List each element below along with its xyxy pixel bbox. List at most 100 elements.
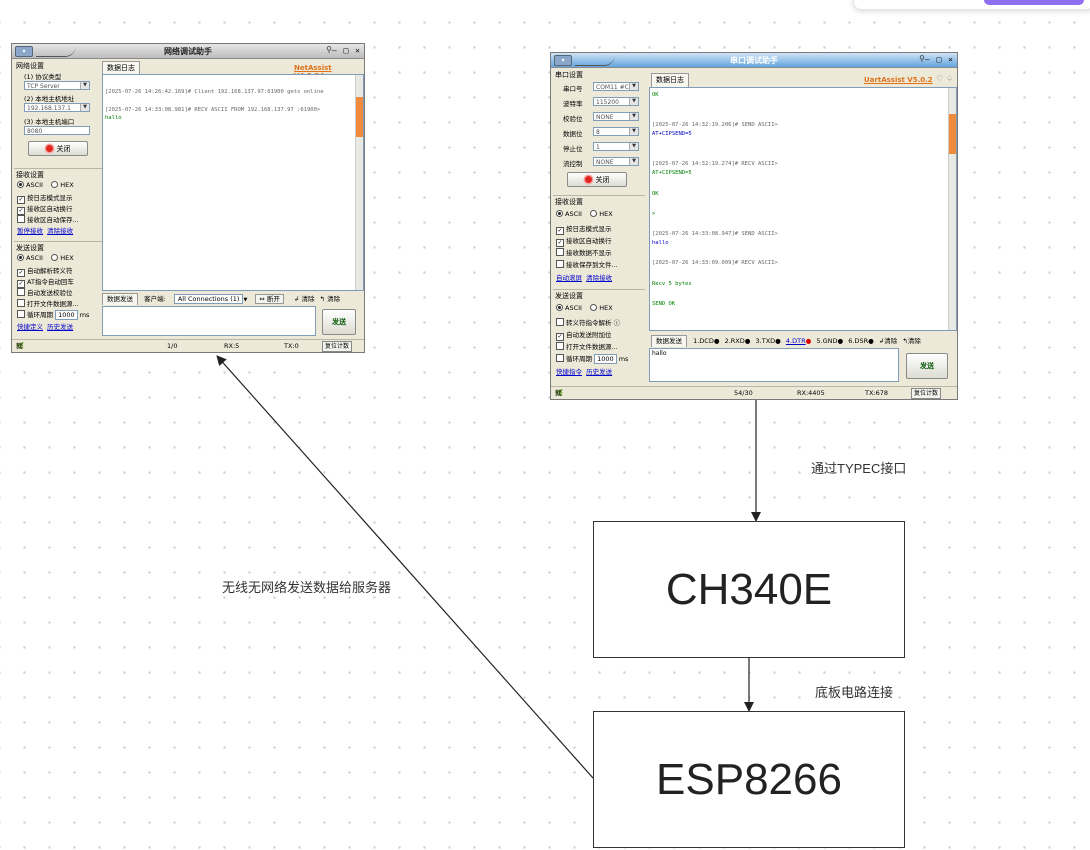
scroll-thumb[interactable] bbox=[949, 114, 956, 154]
net-log-area[interactable]: [2025-07-26 14:26:42.169]# Client 192.16… bbox=[102, 74, 364, 291]
uart-send-button[interactable]: 发送 bbox=[906, 353, 948, 379]
reset-count-button[interactable]: 复位计数 bbox=[911, 388, 942, 399]
scroll-thumb[interactable] bbox=[356, 97, 363, 137]
flow-select[interactable]: NONE▼ bbox=[593, 157, 639, 166]
net-send-group: 发送设置 ASCII HEX ✓自动解析转义符 ✓AT指令自动回车 自动发送校验… bbox=[14, 241, 108, 342]
reset-count-button[interactable]: 复位计数 bbox=[322, 341, 353, 352]
net-recv-opt1: ✓按日志模式显示 bbox=[17, 192, 73, 204]
ascii-radio[interactable] bbox=[556, 210, 563, 217]
opt-label: 打开文件数据源... bbox=[566, 343, 618, 351]
host-select[interactable]: 192.168.137.1 ▼ bbox=[24, 103, 90, 112]
uart-send-opt2: ✓自动发送附加位 bbox=[556, 329, 612, 341]
uart-sidebar: 串口设置 串口号 COM11 #CH▼ 波特率 115200▼ 校验位 NONE… bbox=[553, 69, 645, 385]
checkbox[interactable] bbox=[17, 299, 25, 307]
top-toolbar-fragment bbox=[853, 0, 1090, 10]
ascii-radio[interactable] bbox=[17, 181, 24, 188]
host-value: 192.168.137.1 bbox=[27, 105, 71, 112]
checkbox[interactable] bbox=[556, 342, 564, 350]
databits-select[interactable]: 8▼ bbox=[593, 127, 639, 136]
send-text: hallo bbox=[652, 350, 667, 357]
tab-data-send[interactable]: 数据发送 bbox=[102, 293, 138, 305]
checkbox-checked[interactable]: ✓ bbox=[17, 280, 25, 288]
tab-data-log[interactable]: 数据日志 bbox=[651, 73, 689, 87]
history-send-link[interactable]: 历史发送 bbox=[586, 368, 613, 376]
checkbox[interactable] bbox=[556, 318, 564, 326]
quick-cmd-link[interactable]: 快捷指令 bbox=[556, 368, 582, 376]
parity-select[interactable]: NONE▼ bbox=[593, 112, 639, 121]
signal-dot-icon: ● bbox=[775, 337, 781, 345]
node-esp8266[interactable]: ESP8266 bbox=[593, 711, 905, 848]
pin-icon[interactable]: ⚲ bbox=[919, 54, 925, 63]
window-controls[interactable]: ‒ □ ✕ bbox=[924, 55, 954, 64]
checkbox-checked[interactable]: ✓ bbox=[556, 227, 564, 235]
uart-log-scrollbar[interactable] bbox=[948, 88, 956, 330]
checkbox[interactable] bbox=[17, 215, 25, 223]
tab-data-send[interactable]: 数据发送 bbox=[651, 335, 687, 347]
checkbox-checked[interactable]: ✓ bbox=[556, 239, 564, 247]
protocol-select[interactable]: TCP Server▼ bbox=[24, 81, 90, 90]
clear-button[interactable]: ↲ 清除 bbox=[293, 295, 315, 303]
history-send-link[interactable]: 历史发送 bbox=[47, 323, 74, 331]
app-menu-icon[interactable]: ▾ bbox=[15, 46, 33, 57]
checkbox-checked[interactable]: ✓ bbox=[17, 207, 25, 215]
port-input[interactable]: 8080 bbox=[24, 126, 90, 135]
quick-define-link[interactable]: 快捷定义 bbox=[17, 323, 43, 331]
clear-all-button[interactable]: ↰清除 bbox=[902, 337, 921, 345]
clear-recv-link[interactable]: 清除接收 bbox=[586, 274, 613, 282]
net-send-button[interactable]: 发送 bbox=[322, 309, 356, 335]
checkbox[interactable] bbox=[556, 260, 564, 268]
window-controls[interactable]: ‒ □ ✕ bbox=[331, 46, 361, 55]
uart-send-input[interactable]: hallo bbox=[649, 348, 899, 382]
log-line: [2025-07-26 14:33:09.009]# RECV ASCII> bbox=[652, 260, 778, 266]
close-connection-button[interactable]: 关闭 bbox=[28, 141, 88, 156]
baud-select[interactable]: 115200▼ bbox=[593, 97, 639, 106]
port-select[interactable]: COM11 #CH▼ bbox=[593, 82, 639, 91]
checkbox-checked[interactable]: ✓ bbox=[556, 333, 564, 341]
client-select[interactable]: All Connections (1) bbox=[173, 294, 244, 304]
checkbox[interactable] bbox=[17, 288, 25, 296]
cycle-input[interactable]: 1000 bbox=[594, 354, 617, 364]
uart-log-area[interactable]: OK [2025-07-26 14:32:19.206]# SEND ASCII… bbox=[649, 87, 957, 331]
uart-send-bar: 数据发送 1.DCD● 2.RXD● 3.TXD● 4.DTR● 5.GND● … bbox=[651, 335, 957, 347]
cycle-input[interactable]: 1000 bbox=[55, 310, 78, 320]
baud-label: 波特率 bbox=[563, 100, 583, 108]
info-icon[interactable]: ⓘ bbox=[613, 319, 621, 327]
checkbox-checked[interactable]: ✓ bbox=[17, 196, 25, 204]
tab-data-log[interactable]: 数据日志 bbox=[102, 61, 140, 75]
net-log-scrollbar[interactable] bbox=[355, 75, 363, 290]
chevron-down-icon: ▼ bbox=[80, 104, 89, 111]
stopbits-select[interactable]: 1▼ bbox=[593, 142, 639, 151]
net-sidebar: 网络设置 (1) 协议类型 TCP Server▼ (2) 本地主机地址 192… bbox=[14, 60, 108, 338]
log-line: [2025-07-26 14:33:08.947]# SEND ASCII> bbox=[652, 231, 778, 237]
node-ch340e[interactable]: CH340E bbox=[593, 521, 905, 658]
accent-button-fragment[interactable] bbox=[984, 0, 1084, 5]
disconnect-button[interactable]: ⇔ 断开 bbox=[255, 294, 284, 304]
hex-radio[interactable] bbox=[51, 254, 59, 261]
ascii-label: ASCII bbox=[565, 210, 582, 218]
clear-all-button[interactable]: ↰ 清除 bbox=[319, 295, 341, 303]
checkbox[interactable] bbox=[556, 248, 564, 256]
pin-icon[interactable]: ⚲ bbox=[326, 45, 332, 54]
flow-label: 流控制 bbox=[563, 160, 583, 168]
uart-brand-link[interactable]: UartAssist V5.0.2 bbox=[864, 76, 933, 84]
checkbox[interactable] bbox=[17, 310, 25, 318]
clear-recv-link[interactable]: 清除接收 bbox=[47, 227, 74, 235]
port-label: 串口号 bbox=[563, 85, 583, 93]
chevron-down-icon[interactable]: ▼ bbox=[243, 297, 248, 303]
net-send-input[interactable] bbox=[102, 306, 316, 336]
ascii-radio[interactable] bbox=[556, 304, 563, 311]
hex-radio[interactable] bbox=[51, 181, 59, 188]
clear-button[interactable]: ↲清除 bbox=[878, 337, 898, 345]
checkbox-checked[interactable]: ✓ bbox=[17, 269, 25, 277]
auto-scroll-link[interactable]: 自动滚屏 bbox=[556, 274, 582, 282]
leaf-icon: 🌿 bbox=[16, 342, 25, 350]
hex-radio[interactable] bbox=[590, 210, 598, 217]
checkbox[interactable] bbox=[556, 354, 564, 362]
close-port-button[interactable]: 关闭 bbox=[567, 172, 627, 187]
hex-radio[interactable] bbox=[590, 304, 598, 311]
pause-recv-link[interactable]: 暂停接收 bbox=[17, 227, 43, 235]
ascii-radio[interactable] bbox=[17, 254, 24, 261]
signal-dtr[interactable]: 4.DTR bbox=[785, 337, 806, 345]
uart-header-icons[interactable]: ♡ ♤ bbox=[936, 74, 953, 83]
app-menu-icon[interactable]: ▾ bbox=[554, 55, 572, 66]
